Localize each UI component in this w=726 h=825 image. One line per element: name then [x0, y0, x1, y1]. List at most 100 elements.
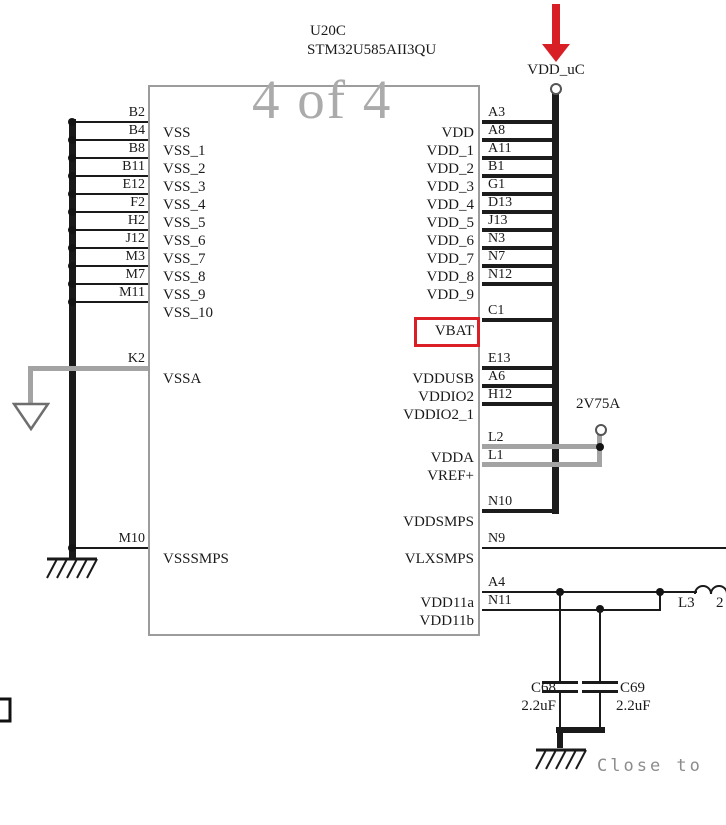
pin-number: M11	[119, 285, 145, 300]
l3-refdes: L3	[678, 595, 695, 611]
junction-dot	[68, 280, 76, 288]
pin-wire	[74, 247, 148, 249]
pin-wire	[74, 139, 148, 141]
pin-number: L2	[488, 430, 504, 445]
pin-wire	[482, 402, 555, 406]
c69-value: 2.2uF	[616, 698, 651, 714]
pin-wire	[482, 366, 555, 370]
pin-name: VDDIO2	[418, 389, 474, 405]
pin-name: VSS_3	[163, 179, 206, 195]
pin-name: VDDSMPS	[403, 514, 474, 530]
junction-dot	[596, 443, 604, 451]
pin-number: B2	[128, 105, 145, 120]
pin-wire	[482, 264, 555, 268]
junction-dot	[68, 190, 76, 198]
pin-number: G1	[488, 177, 506, 192]
pin-number: A11	[488, 141, 512, 156]
pin-wire	[482, 318, 555, 322]
pin-name: VREF+	[427, 468, 474, 484]
pin-name: VDD_5	[426, 215, 475, 231]
analog-terminal	[595, 424, 607, 436]
pin-name: VSSSMPS	[163, 551, 229, 567]
pin-name: VBAT	[434, 323, 474, 339]
pin-name: VSS_7	[163, 251, 206, 267]
pin-name: VDD_6	[426, 233, 475, 249]
pin-number: D13	[488, 195, 513, 210]
pin-wire	[482, 210, 555, 214]
pin-number: E12	[122, 177, 145, 192]
pin-name: VSS_2	[163, 161, 206, 177]
vdd11a-wire	[482, 591, 697, 593]
pin-wire	[482, 509, 555, 513]
pin-name: VDD_3	[426, 179, 475, 195]
analog-net-label: 2V75A	[576, 396, 621, 412]
pin-name: VSS_9	[163, 287, 206, 303]
pin-name: VDD_2	[426, 161, 475, 177]
pin-wire	[74, 157, 148, 159]
junction-dot	[68, 226, 76, 234]
pin-number: M3	[125, 249, 145, 264]
pin-name: VDD_1	[426, 143, 475, 159]
pin-wire	[74, 211, 148, 213]
vdd11b-wire	[482, 609, 661, 611]
pin-number: F2	[130, 195, 145, 210]
pin-name: VDD_9	[426, 287, 475, 303]
pin-name: VSSA	[163, 371, 202, 387]
c69-lead	[599, 610, 601, 682]
pin-number: E13	[488, 351, 511, 366]
pin-number: C1	[488, 303, 505, 318]
pin-name: VSS	[163, 125, 191, 141]
pin-name: VSS_1	[163, 143, 206, 159]
vdd-bus-wire	[552, 93, 559, 514]
junction-dot	[68, 172, 76, 180]
junction-dot	[68, 136, 76, 144]
pin-number: H2	[127, 213, 145, 228]
junction-dot	[68, 154, 76, 162]
pin-number: L1	[488, 448, 504, 463]
page-watermark: 4 of 4	[252, 69, 393, 130]
junction-dot	[68, 544, 76, 552]
pin-number: N10	[488, 494, 513, 509]
junction-dot	[68, 208, 76, 216]
pin-name: VDD_8	[426, 269, 475, 285]
c69-lead	[599, 693, 601, 729]
pin-name: VDDA	[430, 450, 474, 466]
pin-name: VDD_7	[426, 251, 475, 267]
pin-number: B1	[488, 159, 505, 174]
pin-name: VDD	[441, 125, 475, 141]
pin-name: VLXSMPS	[404, 551, 474, 567]
pin-wire	[482, 120, 555, 124]
pin-wire	[74, 283, 148, 285]
vdd-uc-net-label: VDD_uC	[527, 62, 585, 78]
c68-lead	[559, 592, 561, 682]
close-to-note: Close to	[597, 756, 703, 776]
pin-wire	[74, 229, 148, 231]
pin-wire	[74, 193, 148, 195]
c69-plate	[582, 690, 618, 693]
pin-number: N7	[488, 249, 506, 264]
c68-plate	[542, 681, 578, 684]
vref-wire	[482, 462, 602, 467]
pin-wire	[74, 121, 148, 123]
vssa-wire	[28, 366, 148, 371]
c68-refdes: C68	[530, 680, 556, 696]
pin-wire	[74, 265, 148, 267]
vdda-wire	[482, 444, 602, 449]
l3-inductor-coil	[694, 585, 726, 595]
pin-number: N9	[488, 531, 506, 546]
pin-number: M7	[125, 267, 145, 282]
pin-name: VDDIO2_1	[403, 407, 474, 423]
c68-plate	[542, 690, 578, 693]
junction-dot	[68, 262, 76, 270]
pin-number: A4	[488, 575, 506, 590]
pin-name: VSS_6	[163, 233, 206, 249]
pin-wire	[482, 246, 555, 250]
pin-number: J12	[125, 231, 145, 246]
junction-dot	[68, 244, 76, 252]
pin-wire	[74, 175, 148, 177]
c69-refdes: C69	[620, 680, 646, 696]
pin-wire	[482, 192, 555, 196]
vbat-highlight-box	[414, 317, 480, 347]
pin-number: M10	[118, 531, 145, 546]
pin-name: VSS_8	[163, 269, 206, 285]
